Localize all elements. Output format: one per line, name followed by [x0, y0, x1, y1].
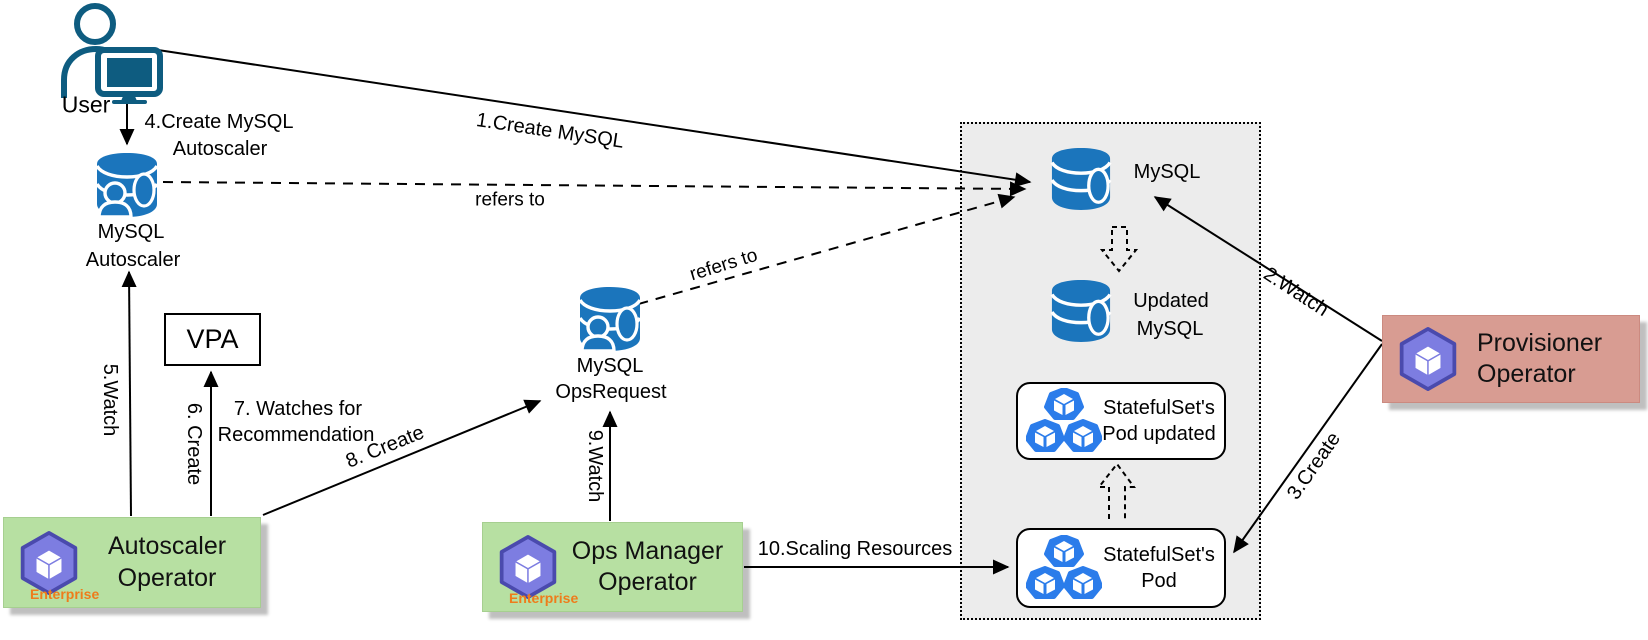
- ops-manager-operator-label-2: Operator: [598, 568, 697, 596]
- edge-label-watch-mysql: 2.Watch: [1259, 262, 1333, 322]
- enterprise-badge: Enterprise: [509, 590, 579, 606]
- edge-label-watches-recommendation-2: Recommendation: [217, 424, 375, 446]
- updated-mysql-label-1: Updated: [1133, 290, 1209, 312]
- provisioner-operator-label-2: Operator: [1477, 360, 1576, 388]
- vpa-label: VPA: [186, 324, 239, 354]
- edge-watch-autoscaler: [121, 270, 137, 517]
- edge-refers-to-autoscaler: [162, 181, 1027, 197]
- provisioner-operator-label-1: Provisioner: [1477, 328, 1603, 357]
- edge-label-scaling-resources: 10.Scaling Resources: [757, 538, 953, 560]
- mysql-autoscaler-label-2: Autoscaler: [85, 249, 181, 271]
- operator-cube-icon: [499, 535, 557, 599]
- enterprise-badge: Enterprise: [30, 586, 100, 602]
- pod-group-icon: [1026, 388, 1102, 452]
- edge-label-refers-to-opsrequest: refers to: [687, 244, 761, 286]
- statefulset-pod-updated-node: StatefulSet's Pod updated: [1016, 382, 1226, 460]
- statefulset-pod-label-2: Pod: [1141, 570, 1177, 592]
- edge-label-create-vpa: 6. Create: [183, 402, 205, 486]
- statefulset-pod-label-1: StatefulSet's: [1103, 544, 1215, 566]
- vpa-node: VPA: [164, 313, 261, 366]
- updated-mysql-label-2: MySQL: [1136, 318, 1204, 340]
- pod-group-icon: [1026, 535, 1102, 599]
- provisioner-operator-node: Provisioner Operator: [1382, 315, 1640, 403]
- autoscaler-operator-node: Autoscaler Operator Enterprise: [3, 517, 261, 608]
- updated-mysql-icon: [1050, 280, 1112, 342]
- edge-label-create-mysql-autoscaler-2: Autoscaler: [172, 138, 268, 160]
- statefulset-pod-updated-label-1: StatefulSet's: [1103, 397, 1215, 419]
- mysql-opsrequest-label-1: MySQL: [576, 355, 644, 377]
- statefulset-pod-updated-label-2: Pod updated: [1102, 423, 1216, 445]
- mysql-opsrequest-label-2: OpsRequest: [555, 381, 667, 403]
- autoscaler-operator-label-1: Autoscaler: [107, 532, 227, 561]
- mysql-icon: [1050, 148, 1112, 210]
- mysql-label: MySQL: [1133, 161, 1201, 183]
- statefulset-pod-node: StatefulSet's Pod: [1016, 528, 1226, 608]
- edge-refers-to-opsrequest: [620, 193, 1016, 310]
- ops-manager-operator-node: Ops Manager Operator Enterprise: [482, 522, 743, 612]
- ops-manager-operator-label-1: Ops Manager: [571, 536, 724, 565]
- mysql-opsrequest-icon: [578, 287, 642, 352]
- mysql-autoscaler-icon: [95, 153, 159, 218]
- edge-label-refers-to-autoscaler: refers to: [475, 189, 545, 211]
- operator-cube-icon: [1399, 327, 1457, 391]
- autoscaler-operator-label-2: Operator: [117, 563, 217, 592]
- edge-label-watches-recommendation-1: 7. Watches for: [233, 398, 363, 420]
- operator-cube-icon: [20, 530, 78, 595]
- edge-label-watch-autoscaler: 5.Watch: [99, 363, 121, 437]
- edge-label-create-mysql: 1.Create MySQL: [474, 109, 626, 153]
- mysql-autoscaler-label-1: MySQL: [97, 221, 165, 243]
- user-icon: [61, 3, 163, 104]
- edge-label-create-statefulset: 3.Create: [1282, 428, 1346, 504]
- user-label: User: [61, 91, 111, 118]
- edge-label-create-mysql-autoscaler-1: 4.Create MySQL: [144, 111, 294, 133]
- edge-label-watch-opsrequest: 9.Watch: [584, 429, 606, 503]
